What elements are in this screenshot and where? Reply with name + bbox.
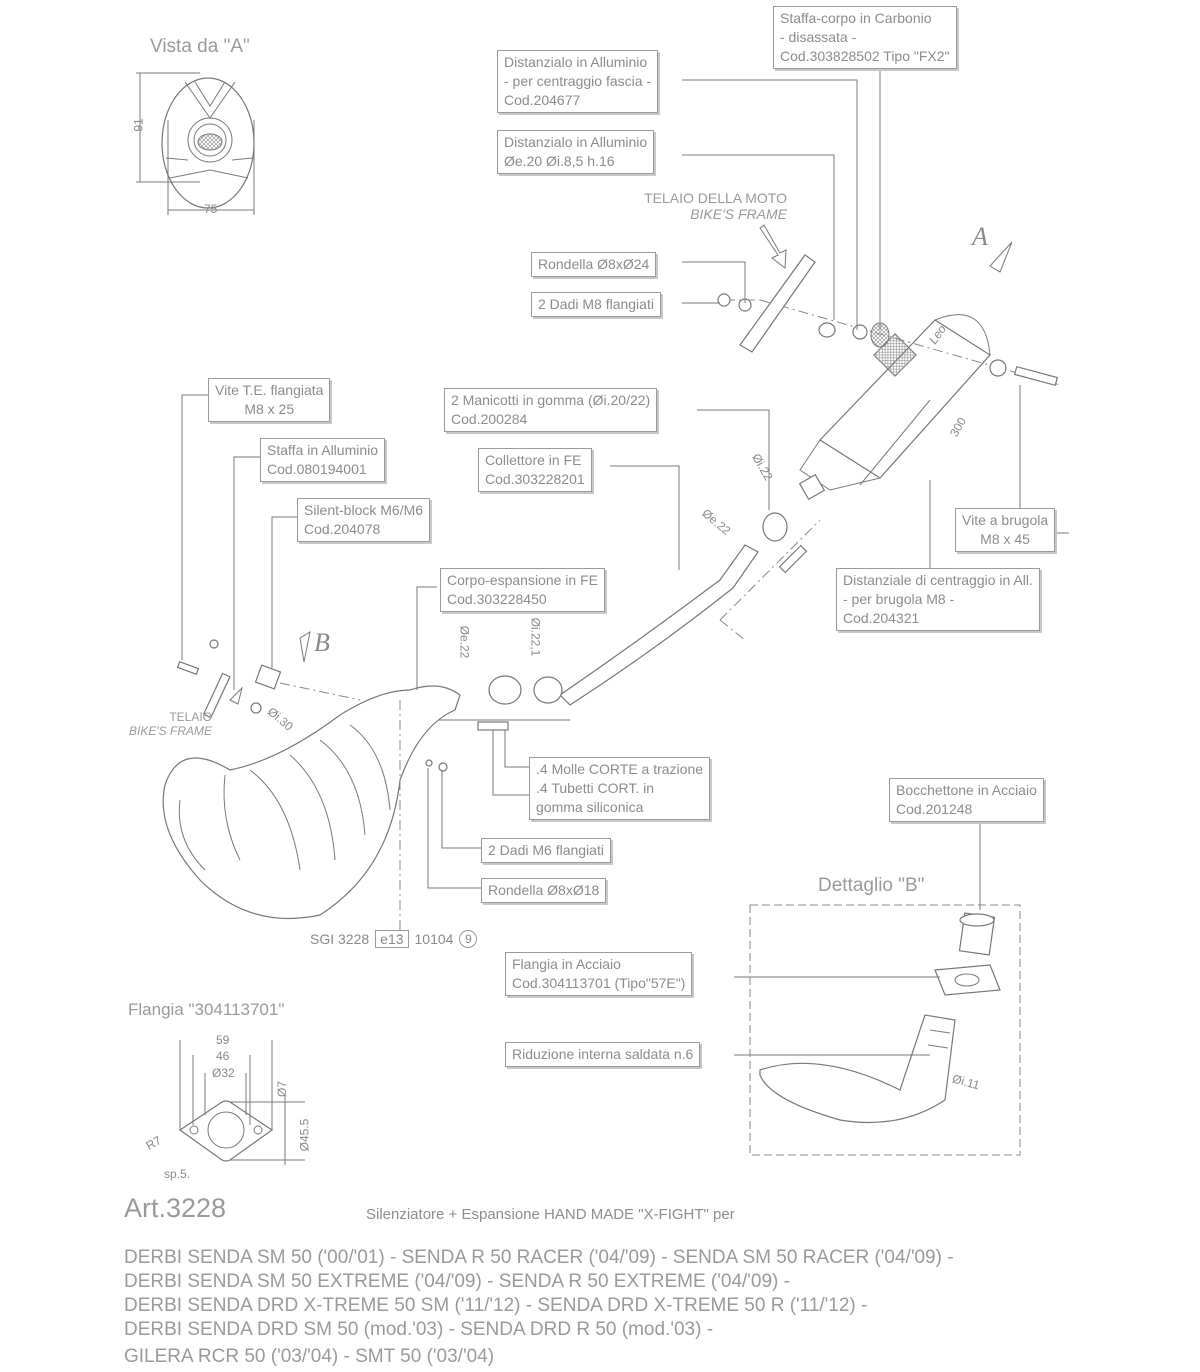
- callout-line: Rondella Ø8xØ24: [538, 256, 650, 272]
- homologation-mark: SGI 3228 e13 10104 9: [310, 930, 478, 948]
- callout-line: .4 Molle CORTE a trazione: [536, 761, 704, 777]
- application-line: GILERA RCR 50 ('03/'04) - SMT 50 ('03/'0…: [124, 1346, 495, 1367]
- callout-line: Cod.204677: [504, 92, 581, 108]
- application-line: DERBI SENDA SM 50 EXTREME ('04/'09) - SE…: [124, 1271, 790, 1292]
- callout-line: Staffa-corpo in Carbonio: [780, 10, 932, 26]
- article-number: Art.3228: [124, 1193, 227, 1223]
- callout-dadi-m8: 2 Dadi M8 flangiati: [531, 292, 661, 317]
- frame-label-top-it: TELAIO DELLA MOTO: [644, 190, 787, 206]
- view-a-drawing: [136, 72, 255, 215]
- callout-line: .4 Tubetti CORT. in: [536, 780, 655, 796]
- callout-line: Staffa in Alluminio: [267, 442, 379, 458]
- callout-line: Distanziale di centraggio in All.: [843, 572, 1033, 588]
- marker-a: A: [972, 222, 988, 251]
- callout-corpo-espansione: Corpo-espansione in FE Cod.303228450: [440, 568, 605, 612]
- callout-line: Cod.304113701 (Tipo"57E"): [512, 975, 686, 991]
- application-line: DERBI SENDA DRD SM 50 (mod.'03) - SENDA …: [124, 1319, 714, 1340]
- view-a-title: Vista da "A": [150, 36, 250, 57]
- callout-line: Distanzialo in Alluminio: [504, 54, 648, 70]
- callout-line: Øe.20 Øi.8,5 h.16: [504, 153, 615, 169]
- marker-b: B: [314, 628, 330, 657]
- callout-distanziale-centraggio: Distanziale di centraggio in All. - per b…: [836, 568, 1040, 631]
- callout-line: - per brugola M8 -: [843, 591, 955, 607]
- callout-line: M8 x 25: [244, 401, 295, 417]
- flange-dim-46: 46: [216, 1049, 230, 1063]
- callout-line: Vite a brugola: [962, 512, 1049, 528]
- view-a-height-dim: 91: [131, 118, 146, 132]
- callout-line: Cod.303228201: [485, 471, 585, 487]
- silencer-drawing: Leo: [717, 224, 1061, 501]
- frame-label-left-it: TELAIO: [169, 710, 212, 724]
- callout-rondella-24: Rondella Ø8xØ24: [531, 252, 657, 277]
- application-line: DERBI SENDA DRD X-TREME 50 SM ('11/'12) …: [124, 1295, 868, 1316]
- callout-line: M8 x 45: [980, 531, 1030, 547]
- callout-line: Silent-block M6/M6: [304, 502, 424, 518]
- callout-riduzione: Riduzione interna saldata n.6: [505, 1042, 701, 1067]
- frame-label-top: TELAIO DELLA MOTO BIKE'S FRAME: [617, 190, 787, 222]
- flange-dim-7: Ø7: [275, 1080, 290, 1098]
- callout-line: Cod.201248: [896, 801, 973, 817]
- dim-body-outer: Øe.22: [457, 625, 472, 659]
- callout-line: Cod.303228450: [447, 591, 547, 607]
- callout-line: - disassata -: [780, 29, 857, 45]
- detail-b-title: Dettaglio "B": [818, 875, 925, 896]
- callout-rondella-18: Rondella Ø8xØ18: [481, 878, 607, 903]
- leader-lines: [181, 64, 1069, 1056]
- flange-drawing: [178, 1040, 305, 1165]
- applications-list: DERBI SENDA SM 50 ('00/'01) - SENDA R 50…: [124, 1246, 954, 1372]
- dim-body-inner: Øi.22,1: [528, 617, 543, 657]
- callout-staffa-corpo: Staffa-corpo in Carbonio - disassata - Cod…: [773, 6, 957, 69]
- callout-line: Corpo-espansione in FE: [447, 572, 598, 588]
- product-description: Silenziatore + Espansione HAND MADE "X-F…: [366, 1206, 735, 1223]
- homologation-code: SGI 3228: [310, 931, 370, 947]
- callout-dadi-m6: 2 Dadi M6 flangiati: [481, 838, 611, 863]
- homologation-circle: 9: [459, 930, 478, 948]
- callout-line: Cod.303828502 Tipo "FX2": [780, 48, 950, 64]
- callout-line: Collettore in FE: [485, 452, 582, 468]
- callout-manicotti: 2 Manicotti in gomma (Øi.20/22) Cod.20028…: [444, 388, 658, 432]
- callout-vite-brugola: Vite a brugola M8 x 45: [955, 508, 1056, 552]
- detail-b-drawing: [749, 904, 1021, 1156]
- frame-label-left: TELAIO BIKE'S FRAME: [120, 710, 212, 738]
- callout-line: Cod.204321: [843, 610, 920, 626]
- callout-line: Cod.080194001: [267, 461, 367, 477]
- callout-line: Cod.204078: [304, 521, 381, 537]
- callout-collettore: Collettore in FE Cod.303228201: [478, 448, 592, 492]
- collector-drawing: [425, 512, 821, 731]
- callout-line: - per centraggio fascia -: [504, 73, 652, 89]
- callout-line: Flangia in Acciaio: [512, 956, 621, 972]
- callout-line: gomma siliconica: [536, 799, 644, 815]
- expansion-chamber-drawing: [162, 630, 461, 940]
- flange-dim-thickness: sp.5.: [164, 1167, 191, 1181]
- flange-dim-45-5: Ø45.5: [297, 1118, 312, 1152]
- flange-view-title: Flangia "304113701": [128, 1000, 285, 1019]
- callout-line: Cod.200284: [451, 411, 528, 427]
- view-a-width-dim: 75: [204, 202, 218, 216]
- callout-vite-te: Vite T.E. flangiata M8 x 25: [208, 378, 331, 422]
- callout-line: 2 Manicotti in gomma (Øi.20/22): [451, 392, 651, 408]
- homologation-e-mark: e13: [375, 930, 409, 948]
- callout-line: Vite T.E. flangiata: [215, 382, 324, 398]
- callout-distanziale-fascia: Distanzialo in Alluminio - per centraggio…: [497, 50, 659, 113]
- application-line: DERBI SENDA SM 50 ('00/'01) - SENDA R 50…: [124, 1247, 954, 1268]
- callout-molle-tubetti: .4 Molle CORTE a trazione .4 Tubetti CORT…: [529, 757, 711, 820]
- frame-label-top-en: BIKE'S FRAME: [690, 206, 787, 222]
- flange-dim-32: Ø32: [212, 1066, 235, 1080]
- callout-line: Rondella Ø8xØ18: [488, 882, 600, 898]
- callout-line: 2 Dadi M6 flangiati: [488, 842, 604, 858]
- callout-line: 2 Dadi M8 flangiati: [538, 296, 654, 312]
- callout-line: Bocchettone in Acciaio: [896, 782, 1037, 798]
- callout-line: Riduzione interna saldata n.6: [512, 1046, 694, 1062]
- homologation-number: 10104: [414, 931, 454, 947]
- frame-label-left-en: BIKE'S FRAME: [129, 724, 212, 738]
- callout-line: Distanzialo in Alluminio: [504, 134, 648, 150]
- flange-dim-59: 59: [216, 1033, 230, 1047]
